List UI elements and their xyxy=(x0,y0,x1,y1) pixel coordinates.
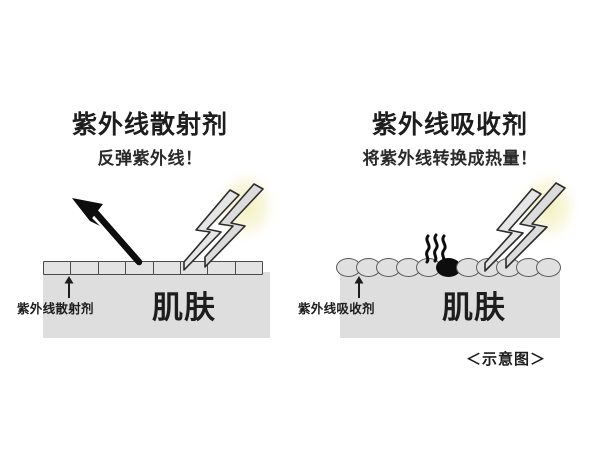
callout-pointer-up-arrow-icon xyxy=(64,276,74,298)
agent-particle-square xyxy=(43,261,72,275)
agent-particle-square xyxy=(207,261,236,275)
panel-absorb-subtitle: 将紫外线转换成热量！ xyxy=(362,149,538,169)
absorbing-agent-layer xyxy=(336,258,561,277)
skin-block-left xyxy=(43,272,270,338)
callout-label-scattering-agent: 紫外线散射剂 xyxy=(17,301,94,316)
panel-scatter-title: 紫外线散射剂 xyxy=(71,110,228,139)
skin-label-left: 肌肤 xyxy=(152,290,216,326)
agent-particle-square xyxy=(70,261,99,275)
panel-uv-scattering: 紫外线散射剂 反弹紫外线！ xyxy=(71,110,228,169)
agent-particle-square xyxy=(179,261,209,275)
figure-caption: ＜示意图＞ xyxy=(466,350,547,368)
panel-absorb-title: 紫外线吸收剂 xyxy=(371,110,528,139)
scattering-agent-layer xyxy=(43,261,264,275)
agent-particle-square xyxy=(125,261,154,275)
skin-label-right: 肌肤 xyxy=(442,290,506,326)
callout-label-absorbing-agent: 紫外线吸收剂 xyxy=(298,301,375,316)
skin-block-right xyxy=(340,272,560,338)
callout-pointer-up-arrow-icon xyxy=(354,276,364,298)
agent-particle-square xyxy=(97,261,127,275)
agent-particle-square xyxy=(234,261,264,275)
panel-uv-absorbing: 紫外线吸收剂 将紫外线转换成热量！ xyxy=(300,0,600,459)
agent-particle-oval xyxy=(536,258,561,277)
panel-scatter-subtitle: 反弹紫外线！ xyxy=(97,149,203,169)
agent-particle-square xyxy=(152,261,181,275)
